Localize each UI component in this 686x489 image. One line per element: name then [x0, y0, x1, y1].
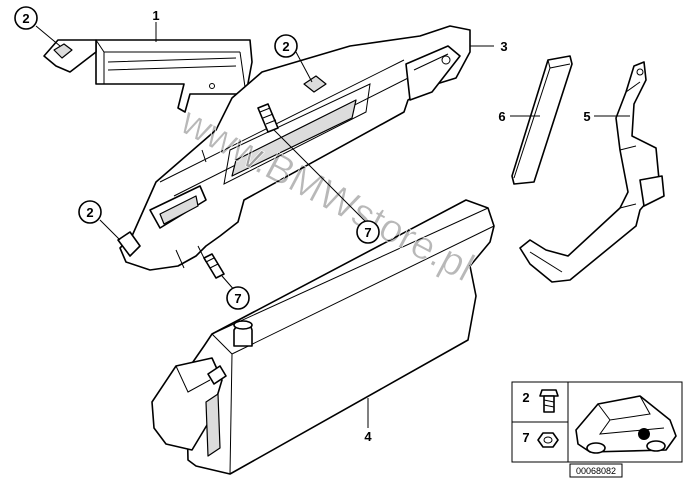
label-part-1: 1	[152, 8, 159, 23]
svg-text:7: 7	[234, 291, 241, 306]
car-location-icon	[575, 395, 677, 454]
part-5-l-bracket	[519, 61, 665, 283]
svg-text:2: 2	[22, 11, 29, 26]
callout-2-left: 2	[78, 200, 102, 224]
legend-bolt-number: 2	[522, 390, 529, 405]
svg-text:2: 2	[86, 205, 93, 220]
nut-icon	[537, 432, 559, 448]
svg-text:2: 2	[282, 39, 289, 54]
part-6-strip	[511, 55, 573, 185]
bolt-icon	[539, 389, 559, 413]
legend-nut-number: 7	[522, 430, 529, 445]
callout-2-top-left: 2	[14, 6, 38, 30]
callout-7-center: 7	[356, 220, 380, 244]
part-1-bracket	[43, 39, 253, 113]
svg-text:7: 7	[364, 225, 371, 240]
part-4-battery	[151, 199, 495, 475]
callout-2-top-middle: 2	[274, 34, 298, 58]
part-7-studs	[203, 103, 279, 279]
label-part-5: 5	[583, 109, 590, 124]
drawing-code: 00068082	[576, 466, 616, 476]
leader-lines	[35, 22, 630, 428]
callout-7-lower: 7	[226, 286, 250, 310]
part-3-main-bracket	[117, 25, 471, 271]
fastener-legend-box: 2 7 00068082	[511, 381, 683, 478]
label-part-6: 6	[498, 109, 505, 124]
label-part-3: 3	[500, 39, 507, 54]
label-part-4: 4	[364, 429, 372, 444]
